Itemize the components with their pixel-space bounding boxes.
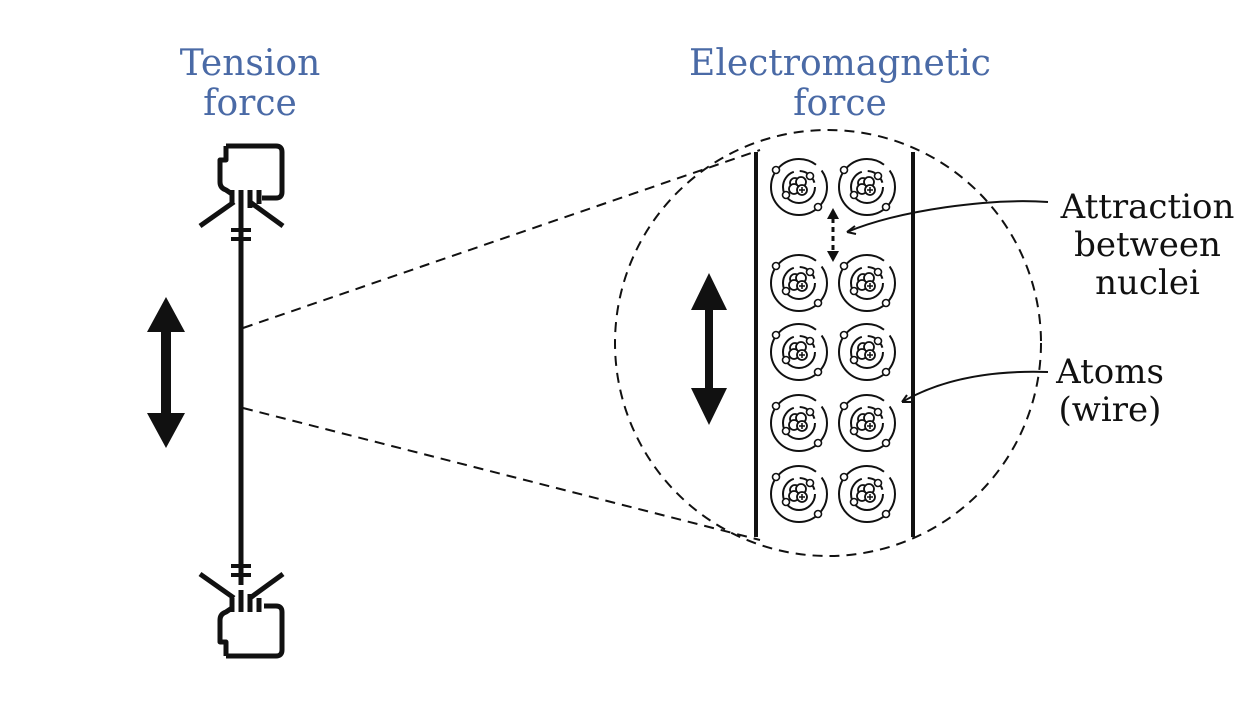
double-arrow-vertical-icon (691, 273, 727, 425)
atoms-line2: (wire) (1058, 390, 1162, 430)
attraction-line3: nuclei (1095, 263, 1200, 303)
tension-title-line1: Tension (179, 43, 321, 84)
attraction-arrow-icon (827, 208, 839, 262)
hand-pulling-icon (198, 571, 285, 659)
atom-icon (770, 323, 828, 381)
attraction-leader (846, 200, 1049, 233)
tension-force-title: Tension force (150, 44, 350, 124)
atom-icon (770, 394, 828, 452)
tension-title-line2: force (203, 83, 297, 124)
double-arrow-vertical-icon (147, 297, 185, 448)
atoms-callout: Atoms (wire) (1045, 353, 1175, 429)
hand-pulling-icon (198, 143, 285, 229)
em-title-line2: force (793, 83, 887, 124)
zoom-line-top (242, 149, 761, 329)
atom-icon (770, 254, 828, 312)
atom-icon (838, 158, 896, 216)
atom-icon (838, 323, 896, 381)
electromagnetic-force-title: Electromagnetic force (640, 44, 1040, 124)
zoom-line-bottom (242, 407, 761, 541)
atom-icon (770, 465, 828, 523)
atom-icon (838, 254, 896, 312)
atom-icon (770, 158, 828, 216)
atoms-leader-arrowhead (901, 394, 911, 403)
atom-icon (838, 465, 896, 523)
attraction-line2: between (1074, 225, 1221, 265)
atoms-leader (901, 370, 1049, 403)
magnifier-circle (614, 129, 1042, 557)
atom-icon (838, 394, 896, 452)
attraction-callout: Attraction between nuclei (1045, 188, 1250, 302)
attraction-leader-arrowhead (846, 225, 857, 235)
em-title-line1: Electromagnetic (689, 43, 991, 84)
wire (231, 208, 251, 585)
atoms-line1: Atoms (1056, 352, 1164, 392)
attraction-line1: Attraction (1060, 187, 1235, 227)
zoom-cone (242, 129, 1042, 557)
